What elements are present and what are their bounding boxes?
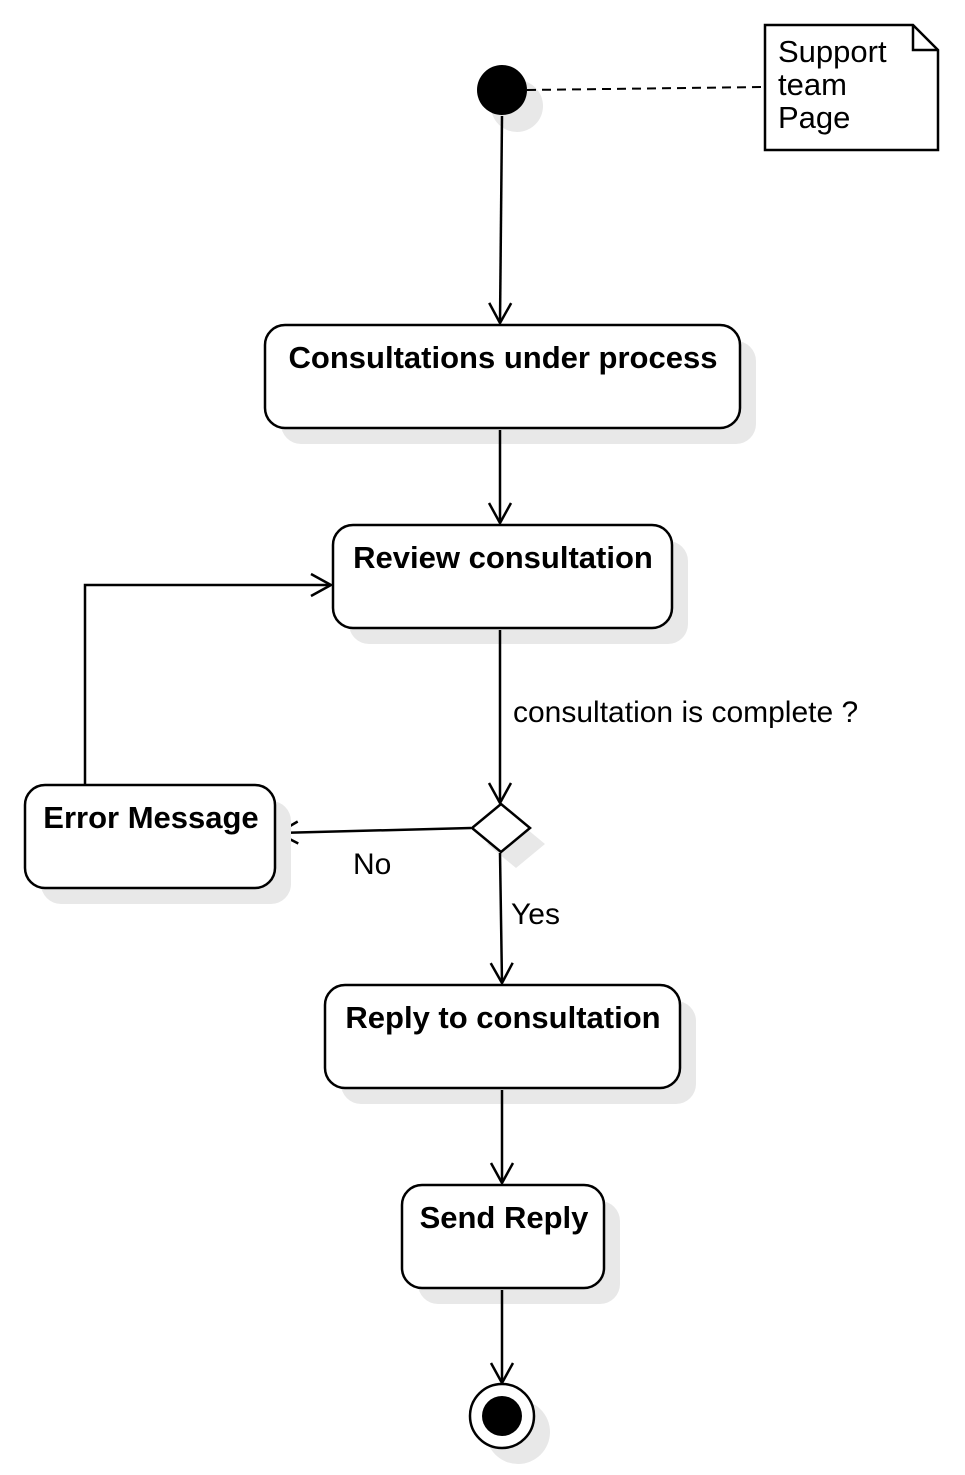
note-line-2: team <box>778 67 847 102</box>
activity-reply-to-consultation-label: Reply to consultation <box>345 1000 660 1035</box>
decision-node <box>470 802 545 868</box>
no-label: No <box>353 848 391 881</box>
initial-node <box>477 65 543 132</box>
activity-send-reply: Send Reply <box>400 1183 620 1304</box>
activity-send-reply-label: Send Reply <box>420 1200 590 1235</box>
note-connector <box>526 86 766 91</box>
edge-error-to-review <box>83 572 334 785</box>
activity-reply-to-consultation: Reply to consultation <box>323 983 696 1104</box>
activity-review-consultation-label: Review consultation <box>353 540 653 575</box>
yes-label: Yes <box>511 898 560 931</box>
note-line-1: Support <box>778 34 887 69</box>
final-node <box>468 1382 550 1464</box>
edge-start-to-consultations <box>488 115 513 326</box>
activity-consultations-under-process: Consultations under process <box>263 323 756 444</box>
activity-error-message: Error Message <box>23 783 291 904</box>
note-line-3: Page <box>778 100 850 135</box>
edge-decision-to-error <box>275 820 472 845</box>
decision-question-label: consultation is complete ? <box>513 696 858 729</box>
activity-consultations-under-process-label: Consultations under process <box>289 340 718 375</box>
activity-error-message-label: Error Message <box>43 800 258 835</box>
note-support-team-page: Support team Page <box>763 23 940 152</box>
edge-decision-to-reply <box>489 852 514 986</box>
activity-review-consultation: Review consultation <box>331 523 688 644</box>
